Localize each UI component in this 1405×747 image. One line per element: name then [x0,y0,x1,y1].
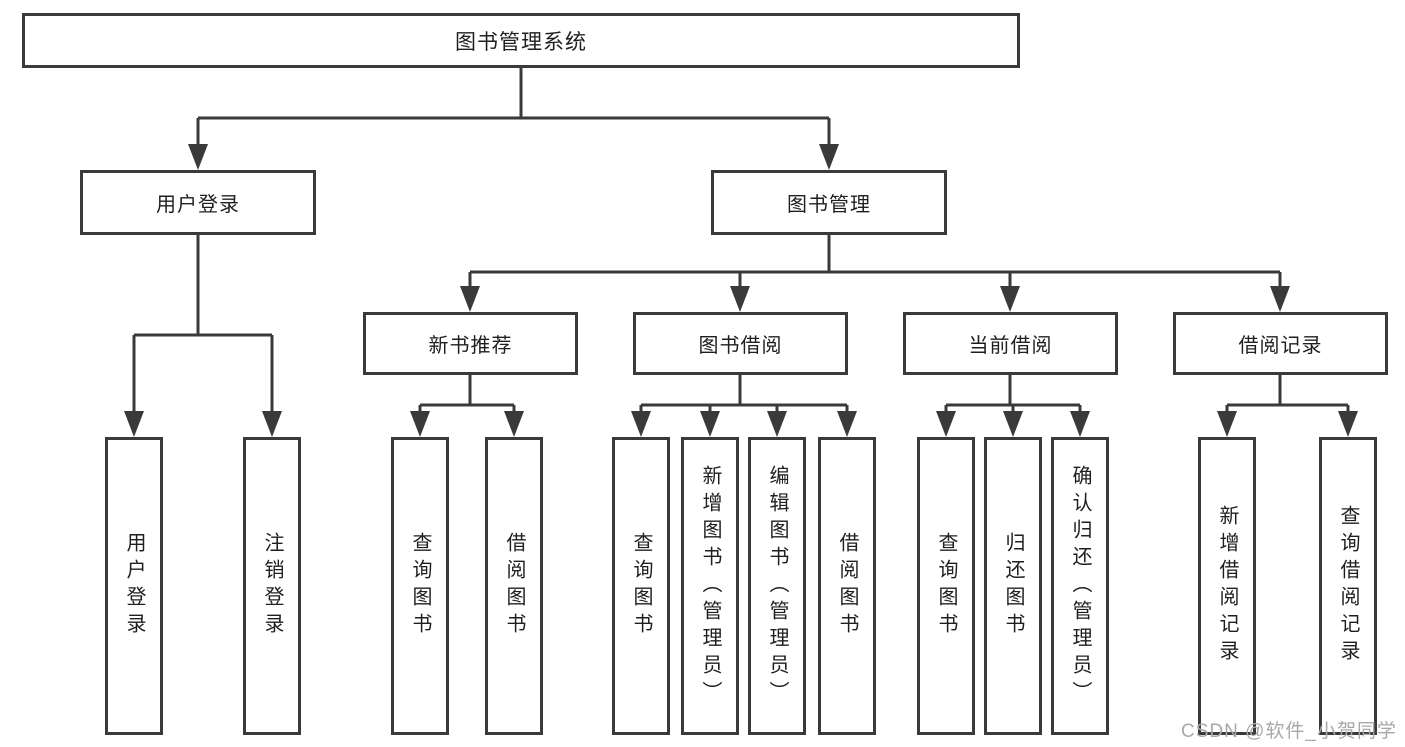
node-user-login-leaf: 用户登录 [105,437,163,735]
arrowhead-icon [730,286,750,312]
leaf-label: 借阅图书 [503,532,525,640]
leaf-label: 查询图书 [630,532,652,640]
leaf-label: 新增借阅记录 [1216,505,1238,667]
node-new-book-recommend-label: 新书推荐 [428,335,513,357]
arrowhead-icon [1070,411,1090,437]
node-book-management: 图书管理 [711,170,947,235]
node-root-label: 图书管理系统 [455,30,587,54]
arrowhead-icon [188,144,208,170]
arrowhead-icon [700,411,720,437]
arrowhead-icon [124,411,144,437]
node-add-book-admin: 新增图书（管理员） [681,437,739,735]
arrowhead-icon [631,411,651,437]
node-query-books-1: 查询图书 [391,437,449,735]
node-book-borrowing-label: 图书借阅 [698,335,783,357]
node-query-books-3: 查询图书 [917,437,975,735]
node-current-borrowing: 当前借阅 [903,312,1118,375]
arrowhead-icon [410,411,430,437]
node-borrow-books-1: 借阅图书 [485,437,543,735]
arrowhead-icon [767,411,787,437]
connector-root-to-level2 [188,68,839,170]
leaf-label: 查询借阅记录 [1337,505,1359,667]
leaf-label: 归还图书 [1002,532,1024,640]
node-borrow-records-label: 借阅记录 [1238,335,1323,357]
node-edit-book-admin: 编辑图书（管理员） [748,437,806,735]
node-return-book: 归还图书 [984,437,1042,735]
node-query-books-2: 查询图书 [612,437,670,735]
arrowhead-icon [1003,411,1023,437]
leaf-label: 注销登录 [261,532,283,640]
arrowhead-icon [837,411,857,437]
arrowhead-icon [936,411,956,437]
leaf-label: 用户登录 [123,532,145,640]
node-borrow-records: 借阅记录 [1173,312,1388,375]
arrowhead-icon [1217,411,1237,437]
node-user-login-label: 用户登录 [156,194,240,216]
node-user-login: 用户登录 [80,170,316,235]
node-logout: 注销登录 [243,437,301,735]
node-root: 图书管理系统 [22,13,1020,68]
connector-borrowing-to-leaves [631,374,857,437]
arrowhead-icon [504,411,524,437]
node-book-management-label: 图书管理 [787,194,871,216]
connector-current-to-leaves [936,374,1090,437]
leaf-label: 查询图书 [935,532,957,640]
leaf-label: 新增图书（管理员） [699,464,721,708]
arrowhead-icon [819,144,839,170]
arrowhead-icon [1000,286,1020,312]
connector-newbook-to-leaves [410,374,524,437]
node-current-borrowing-label: 当前借阅 [968,335,1053,357]
node-query-borrow-record: 查询借阅记录 [1319,437,1377,735]
leaf-label: 查询图书 [409,532,431,640]
arrowhead-icon [1338,411,1358,437]
node-book-borrowing: 图书借阅 [633,312,848,375]
leaf-label: 编辑图书（管理员） [766,464,788,708]
arrowhead-icon [460,286,480,312]
connector-bookmgmt-to-level3 [460,234,1290,312]
node-borrow-books-2: 借阅图书 [818,437,876,735]
arrowhead-icon [1270,286,1290,312]
arrowhead-icon [262,411,282,437]
connector-userlogin-to-leaves [124,234,282,437]
node-confirm-return-admin: 确认归还（管理员） [1051,437,1109,735]
connector-records-to-leaves [1217,374,1358,437]
leaf-label: 借阅图书 [836,532,858,640]
node-add-borrow-record: 新增借阅记录 [1198,437,1256,735]
node-new-book-recommend: 新书推荐 [363,312,578,375]
leaf-label: 确认归还（管理员） [1069,464,1091,708]
